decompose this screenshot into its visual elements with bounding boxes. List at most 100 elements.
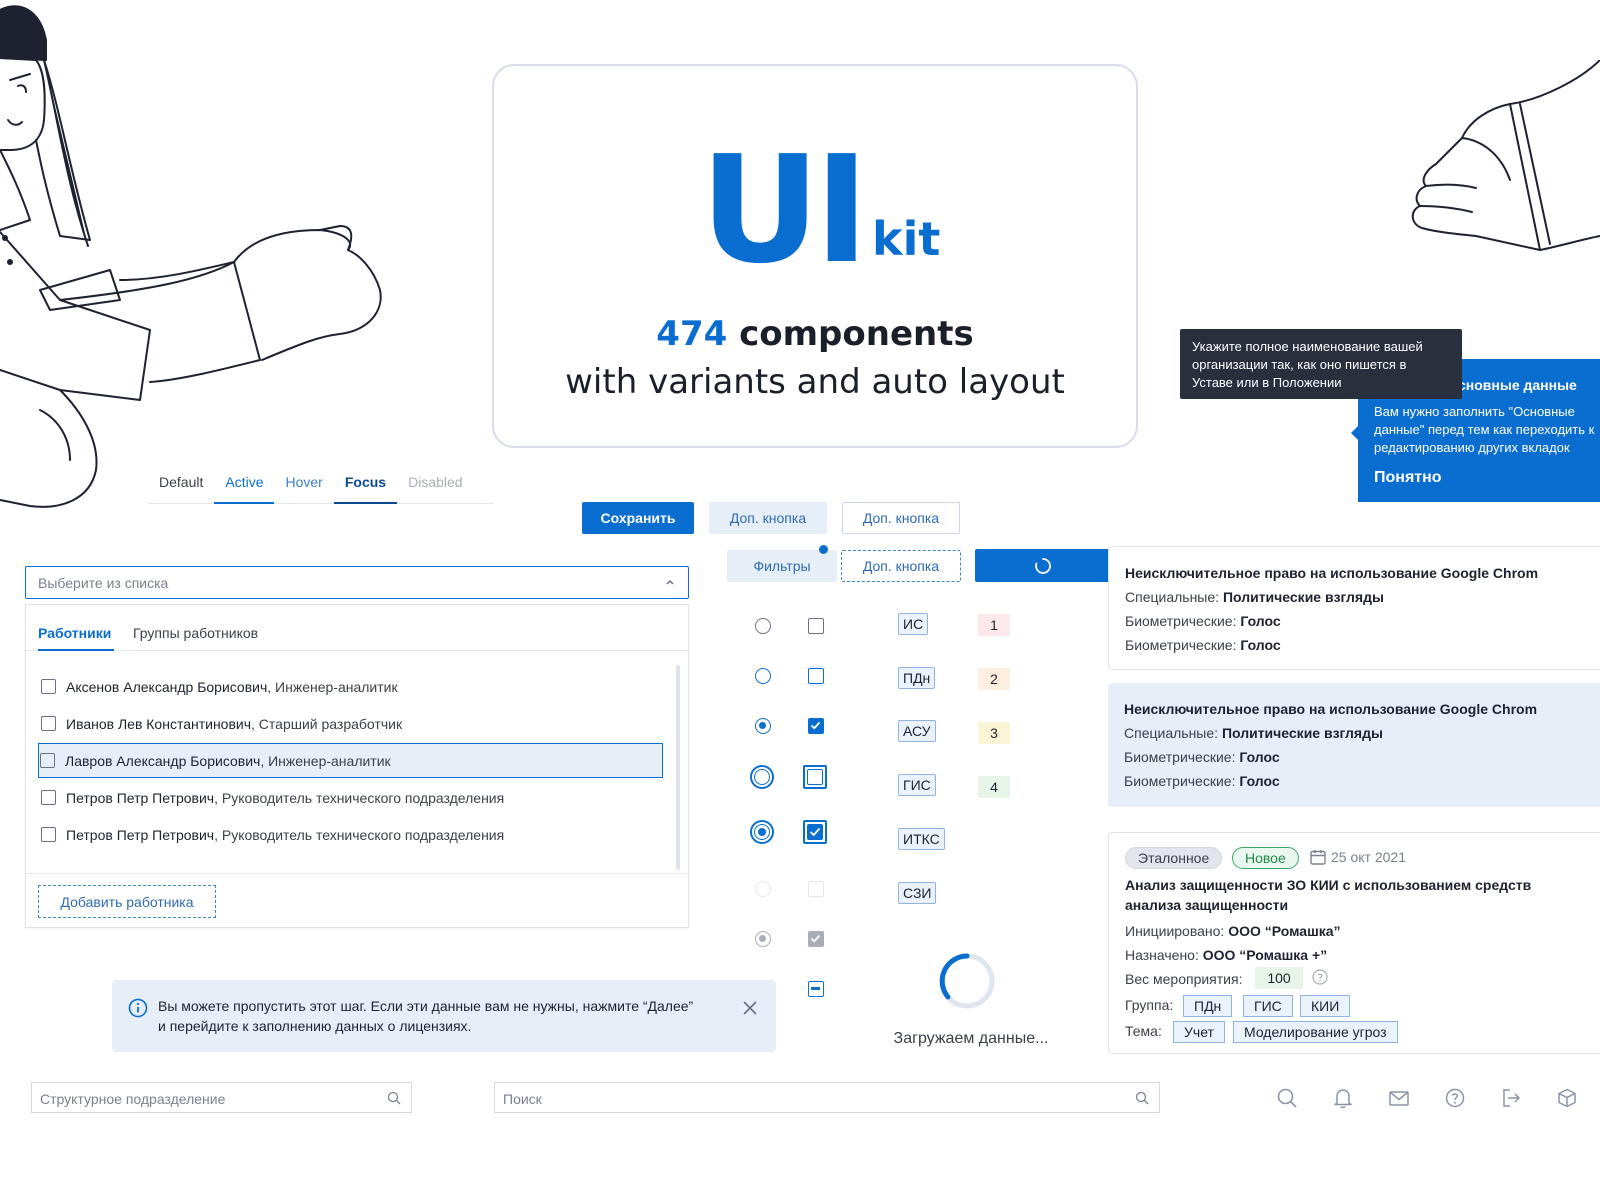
chevron-up-icon[interactable] [664, 576, 676, 588]
help-icon[interactable] [1444, 1087, 1466, 1109]
radio-disabled [755, 881, 771, 897]
help-icon[interactable] [1312, 969, 1328, 985]
popover-text: Вам нужно заполнить "Основные данные" пе… [1374, 404, 1595, 455]
dropdown-footer-divider [26, 873, 688, 874]
card-row: Специальные: Политические взгляды [1125, 589, 1384, 605]
search-input[interactable]: Поиск [494, 1082, 1160, 1113]
card-row: Биометрические: Голос [1125, 613, 1281, 629]
checkbox-indeterminate[interactable] [808, 981, 824, 997]
info-alert: Вы можете пропустить этот шаг. Если эти … [112, 980, 776, 1052]
radio-checked[interactable] [755, 718, 771, 734]
got-it-button[interactable]: Понятно [1374, 469, 1442, 486]
radio-focus[interactable] [750, 765, 774, 789]
list-item-focused[interactable]: Лавров Александр Борисович, Инженер-анал… [38, 743, 663, 778]
initiated-row: Инициировано: ООО “Ромашка” [1125, 923, 1341, 939]
save-button[interactable]: Сохранить [582, 502, 694, 534]
row-value: Голос [1240, 613, 1281, 629]
checkbox-default[interactable] [808, 618, 824, 634]
card-row: Биометрические: Голос [1124, 749, 1280, 765]
checkbox[interactable] [41, 827, 56, 842]
worker-name: Иванов Лев Константинович [66, 715, 252, 732]
extra-button-outline[interactable]: Доп. кнопка [842, 502, 960, 534]
logout-icon[interactable] [1500, 1087, 1522, 1109]
select-dropdown: Работники Группы работников Аксенов Алек… [25, 604, 689, 928]
tag-szi: СЗИ [898, 882, 937, 904]
search-icon[interactable] [1276, 1087, 1298, 1109]
tab-active[interactable]: Active [214, 468, 275, 504]
tab-worker-groups[interactable]: Группы работников [133, 625, 259, 641]
checkbox-focus-checked[interactable] [803, 820, 827, 844]
loading-button[interactable] [975, 549, 1110, 582]
worker-name: Аксенов Александр Борисович [66, 678, 268, 695]
tag-asu: АСУ [898, 720, 936, 742]
topic-chip: Моделирование угроз [1233, 1021, 1398, 1043]
list-item[interactable]: Иванов Лев Константинович, Старший разра… [38, 706, 663, 741]
list-item[interactable]: Петров Петр Петрович, Руководитель техни… [38, 817, 663, 852]
calendar-icon [1310, 850, 1326, 865]
event-date: 25 окт 2021 [1331, 849, 1406, 865]
group-chip: КИИ [1300, 995, 1351, 1017]
event-title: Анализ защищенности ЗО КИИ с использован… [1125, 877, 1532, 913]
rights-card-selected[interactable]: Неисключительное право на использование … [1108, 683, 1600, 807]
assigned-row: Назначено: ООО “Ромашка +” [1125, 947, 1327, 963]
card-row: Специальные: Политические взгляды [1124, 725, 1383, 741]
filters-button[interactable]: Фильтры [727, 550, 837, 582]
worker-select[interactable]: Выберите из списка [25, 566, 689, 599]
number-badge: 2 [978, 668, 1010, 690]
topic-chip: Учет [1173, 1021, 1225, 1043]
checkbox[interactable] [41, 716, 56, 731]
worker-name: Петров Петр Петрович [66, 826, 215, 843]
close-icon[interactable] [742, 1000, 758, 1016]
bell-icon[interactable] [1332, 1087, 1354, 1109]
tab-focus[interactable]: Focus [333, 468, 398, 504]
row-label: Специальные: [1125, 589, 1223, 605]
dropdown-tabs: Работники Группы работников [26, 605, 688, 651]
mail-icon[interactable] [1388, 1087, 1410, 1109]
list-item[interactable]: Петров Петр Петрович, Руководитель техни… [38, 780, 663, 815]
worker-position: , Инженер-аналитик [260, 752, 391, 769]
radio-default[interactable] [755, 618, 771, 634]
box-icon[interactable] [1556, 1087, 1578, 1109]
unit-search-input[interactable]: Структурное подразделение [31, 1082, 412, 1113]
row-value: Политические взгляды [1222, 589, 1384, 605]
checkbox-disabled-checked [808, 931, 824, 947]
tab-default[interactable]: Default [159, 474, 204, 490]
checkbox-checked[interactable] [808, 718, 824, 734]
row-label: Биометрические: [1125, 637, 1241, 653]
checkbox[interactable] [41, 679, 56, 694]
tab-workers[interactable]: Работники [38, 625, 112, 641]
radio-disabled-checked [755, 931, 771, 947]
hero-card: UI kit 474 components with variants and … [492, 64, 1138, 448]
event-card[interactable]: Эталонное Новое 25 окт 2021 Анализ защищ… [1108, 832, 1600, 1054]
loading-spinner-icon [939, 953, 995, 1009]
extra-button-dashed[interactable]: Доп. кнопка [841, 550, 961, 582]
tab-states-row: Default Active Hover Focus Disabled [148, 468, 494, 504]
worker-position: , Руководитель технического подразделени… [214, 826, 505, 843]
extra-button-secondary[interactable]: Доп. кнопка [709, 502, 827, 534]
card-row: Биометрические: Голос [1124, 773, 1280, 789]
radio-hover[interactable] [755, 668, 771, 684]
rights-card[interactable]: Неисключительное право на использование … [1108, 546, 1600, 670]
number-badge: 4 [978, 776, 1010, 798]
search-icon[interactable] [1135, 1091, 1149, 1105]
list-item[interactable]: Аксенов Александр Борисович, Инженер-ана… [38, 669, 663, 704]
add-worker-button[interactable]: Добавить работника [38, 885, 216, 918]
scrollbar[interactable] [676, 665, 680, 870]
group-label: Группа: [1125, 997, 1174, 1013]
row-label: Биометрические: [1125, 613, 1241, 629]
checkbox[interactable] [41, 790, 56, 805]
card-title: Неисключительное право на использование … [1125, 565, 1539, 581]
group-chip: ГИС [1243, 995, 1293, 1017]
radio-focus-checked[interactable] [750, 820, 774, 844]
checkbox[interactable] [40, 753, 55, 768]
tab-hover[interactable]: Hover [285, 474, 323, 490]
checkbox-focus[interactable] [803, 765, 827, 789]
loading-text: Загружаем данные... [893, 1030, 1049, 1047]
filter-indicator-dot [819, 545, 828, 554]
search-icon[interactable] [387, 1091, 401, 1105]
popover-arrow [1351, 425, 1359, 441]
checkbox-hover[interactable] [808, 668, 824, 684]
tag-itks: ИТКС [898, 828, 945, 850]
row-value: Голос [1239, 749, 1280, 765]
checkbox-disabled [808, 881, 824, 897]
